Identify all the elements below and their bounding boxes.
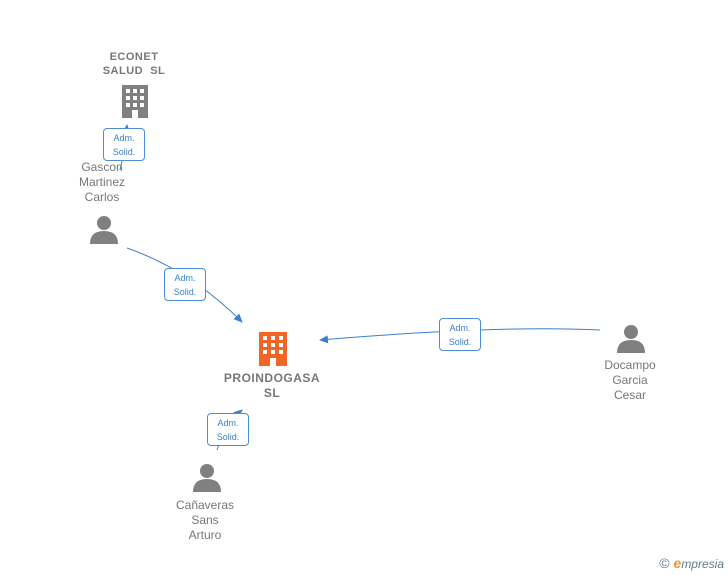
company-label-econet[interactable]: ECONET SALUD SL (102, 51, 166, 77)
company-label-proindogasa[interactable]: PROINDOGASA SL (223, 371, 321, 400)
brand-footer[interactable]: ©empresia (659, 555, 724, 571)
brand-name: mpresia (681, 557, 724, 571)
person-icon[interactable] (193, 464, 221, 492)
person-label-docampo[interactable]: Docampo Garcia Cesar (604, 358, 656, 402)
person-label-canaveras[interactable]: Cañaveras Sans Arturo (175, 498, 235, 542)
relation-badge-gascon-econet[interactable]: Adm. Solid. (103, 128, 145, 161)
brand-initial: e (673, 555, 682, 571)
person-icon[interactable] (617, 325, 645, 353)
copyright-icon: © (659, 555, 670, 571)
person-icon[interactable] (90, 216, 118, 244)
building-icon[interactable] (259, 332, 287, 366)
relation-badge-canaveras-proindogasa[interactable]: Adm. Solid. (207, 413, 249, 446)
relation-badge-gascon-proindogasa[interactable]: Adm. Solid. (164, 268, 206, 301)
relation-badge-docampo-proindogasa[interactable]: Adm. Solid. (439, 318, 481, 351)
building-icon[interactable] (122, 85, 148, 118)
person-label-gascon[interactable]: Gascon Martinez Carlos (78, 160, 125, 204)
